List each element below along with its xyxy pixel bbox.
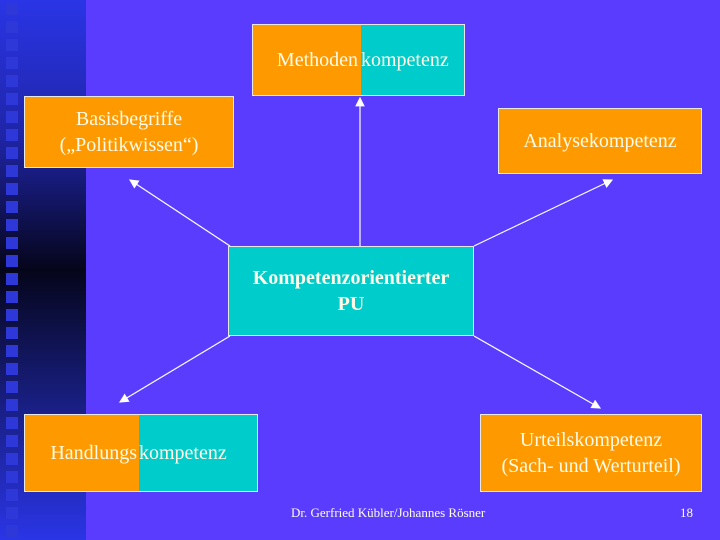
decorative-square [6,237,18,249]
decorative-square [6,129,18,141]
urteilskompetenz-box: Urteilskompetenz (Sach- und Werturteil) [480,414,702,492]
center-line2: PU [337,293,365,315]
decorative-square [6,291,18,303]
decorative-square [6,147,18,159]
center-box: Kompetenzorientierter PU [228,246,474,336]
decorative-square [6,381,18,393]
decorative-square [6,219,18,231]
decorative-square [6,525,18,537]
decorative-square [6,3,18,15]
basisbegriffe-line2: („Politikwissen“) [59,134,199,156]
decorative-square [6,453,18,465]
decorative-square [6,201,18,213]
decorative-square [6,399,18,411]
footer-authors: Dr. Gerfried Kübler/Johannes Rösner [291,505,486,520]
decorative-square [6,471,18,483]
decorative-square [6,309,18,321]
decorative-square [6,273,18,285]
decorative-square [6,39,18,51]
decorative-square [6,93,18,105]
arrow-lower-right [473,335,602,409]
decorative-square [6,183,18,195]
methoden-label: Methoden [253,25,361,95]
arrow-upper-left [128,179,231,247]
decorative-square [6,111,18,123]
decorative-square [6,489,18,501]
urteilskompetenz-line2: (Sach- und Werturteil) [501,455,681,477]
decorative-square [6,21,18,33]
decorative-square [6,255,18,267]
decorative-square [6,327,18,339]
decorative-square [6,363,18,375]
decorative-square [6,75,18,87]
handlungskompetenz-box: Handlungs kompetenz [24,414,258,492]
methodenkompetenz-box: Methoden kompetenz [252,24,465,96]
decorative-square [6,165,18,177]
decorative-square [6,507,18,519]
center-line1: Kompetenzorientierter [252,267,450,289]
handlungs-label: Handlungs [25,415,139,491]
page-number: 18 [680,505,693,520]
basisbegriffe-box: Basisbegriffe („Politikwissen“) [24,96,234,168]
kompetenz-label: kompetenz [361,25,464,95]
decorative-square [6,417,18,429]
decorative-square [6,435,18,447]
decorative-square [6,345,18,357]
analysekompetenz-box: Analysekompetenz [498,108,702,174]
decorative-square [6,57,18,69]
kompetenz-label-2: kompetenz [139,415,257,491]
basisbegriffe-line1: Basisbegriffe [75,108,183,130]
urteilskompetenz-line1: Urteilskompetenz [519,429,663,451]
arrow-upper-right [473,179,614,247]
arrow-lower-left [118,335,231,403]
analysekompetenz-label: Analysekompetenz [523,130,677,152]
